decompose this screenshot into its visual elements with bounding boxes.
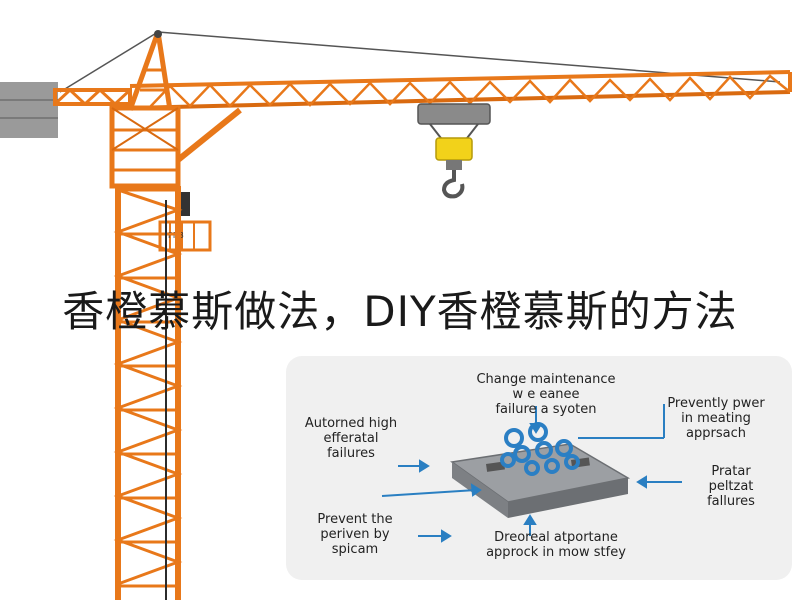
diagram-panel: Change maintenance w e eanee failure a s… <box>286 356 792 580</box>
label-pratar: Pratar peltzat fallures <box>707 464 755 509</box>
crane-platform: PN3 <box>158 220 212 252</box>
label-automated-high: Autorned high efferatal failures <box>304 416 398 461</box>
counter-jib <box>53 87 132 107</box>
counter-jib-tie <box>59 31 159 93</box>
main-jib <box>129 70 792 110</box>
crane-cab <box>109 105 242 216</box>
hook-icon <box>441 170 465 199</box>
page-headline: 香橙慕斯做法，DIY香橙慕斯的方法 <box>62 286 738 336</box>
label-prevently-power: Prevently pwer in meating apprsach <box>667 396 765 441</box>
diagram-graphic <box>381 404 682 543</box>
hook-block <box>435 137 473 161</box>
ring-components <box>500 422 580 476</box>
counterweight-block <box>0 82 58 138</box>
label-change-maintenance: Change maintenance w e eanee failure a s… <box>476 372 616 417</box>
tower-mast <box>113 186 183 600</box>
diagram-arrows <box>381 404 682 543</box>
trolley-hook <box>417 103 491 199</box>
crane-apex <box>127 30 173 111</box>
label-dreoreal: Dreoreal atportane approck in mow stfey <box>486 530 626 560</box>
label-prevent-the: Prevent the periven by spicam <box>317 512 393 557</box>
